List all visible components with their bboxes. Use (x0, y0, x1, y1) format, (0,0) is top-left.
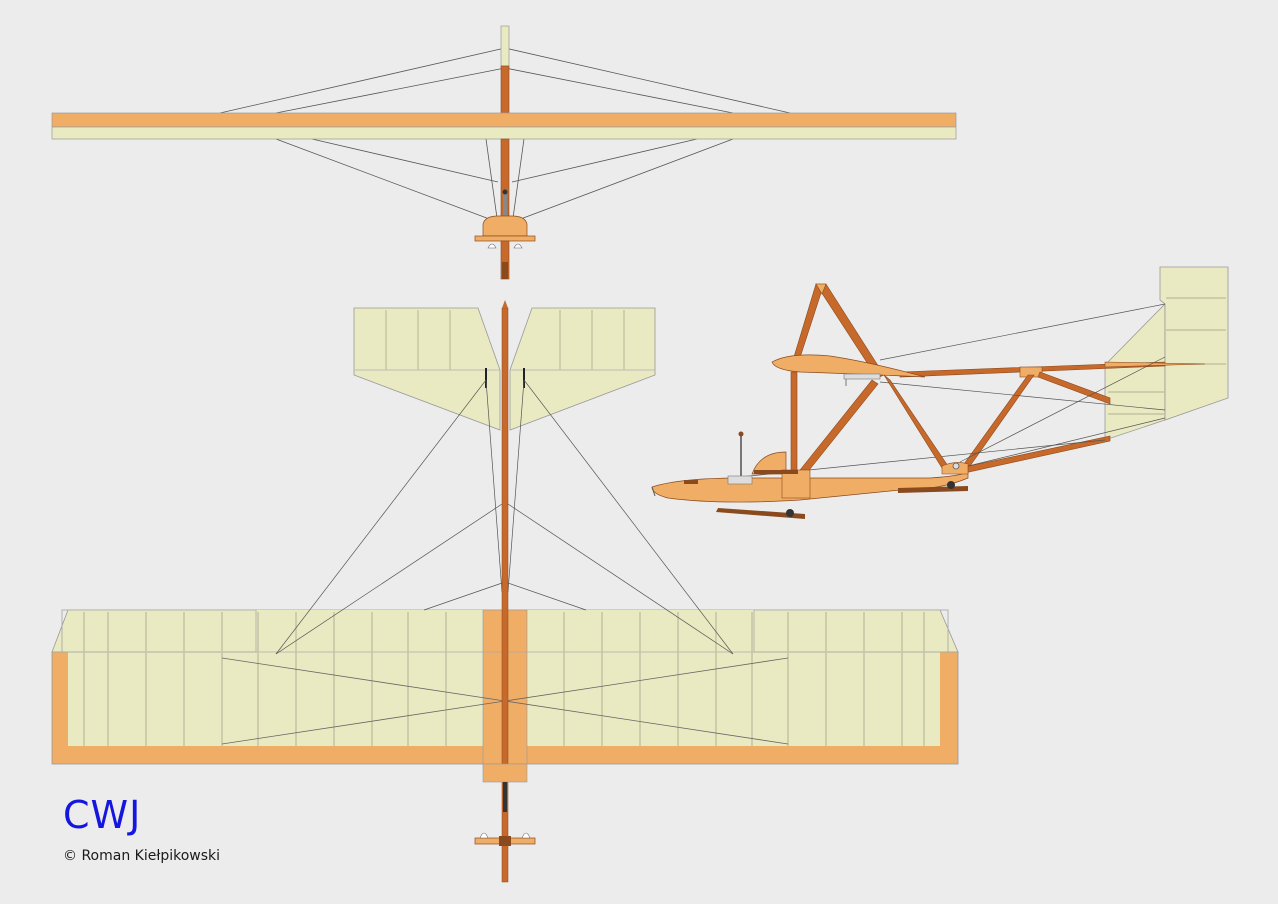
side-view-fin (1104, 266, 1229, 441)
copyright-credit: © Roman Kiełpikowski (63, 848, 221, 864)
front-view-wing-leading-edge (51, 112, 957, 128)
top-view (51, 300, 959, 883)
side-view (651, 266, 1229, 519)
front-view (51, 25, 957, 280)
top-view-tailplane (353, 307, 656, 431)
side-view-wing-profile (771, 354, 926, 378)
front-view-wing-fabric (51, 126, 957, 140)
aircraft-title: CWJ (63, 793, 142, 837)
top-view-wires (275, 379, 734, 655)
front-view-wires (219, 47, 791, 221)
